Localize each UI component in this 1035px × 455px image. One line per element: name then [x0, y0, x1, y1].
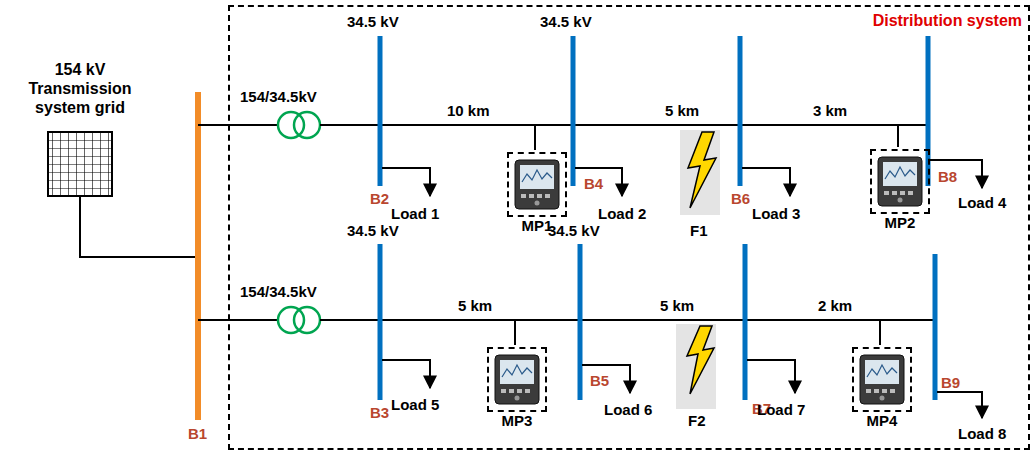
bus-label: B5: [590, 372, 609, 390]
fault-symbol: [680, 125, 720, 215]
annotation-label: Load 4: [958, 194, 1006, 212]
region-title: Distribution system: [873, 11, 1022, 30]
annotation-label: 3 km: [813, 102, 847, 120]
annotation-label: 5 km: [660, 297, 694, 315]
feeder-2: [198, 244, 982, 418]
annotation-label: Load 7: [757, 401, 805, 419]
meter-icon: [507, 152, 567, 217]
annotation-label: 34.5 kV: [347, 222, 399, 240]
meter-label: MP1: [522, 217, 553, 235]
annotation-label: 154/34.5kV: [240, 283, 317, 301]
meter-label: MP3: [502, 412, 533, 430]
meter-label: MP4: [867, 412, 898, 430]
meter-label: MP2: [885, 214, 916, 232]
annotation-label: Load 5: [391, 396, 439, 414]
feeder-1: [198, 36, 982, 196]
bus-label: B3: [370, 404, 389, 422]
bus-label: B8: [938, 168, 957, 186]
fault-symbol: [676, 320, 716, 409]
annotation-label: Load 6: [604, 401, 652, 419]
meter-icon: [870, 149, 930, 214]
meter-box: MP4: [852, 347, 912, 412]
meter-box: MP3: [487, 347, 547, 412]
meter-icon: [852, 347, 912, 412]
annotation-label: 154/34.5kV: [240, 88, 317, 106]
annotation-label: F2: [688, 412, 706, 430]
bus-bar: [195, 92, 201, 420]
annotation-label: 34.5 kV: [347, 13, 399, 31]
bus-label: B6: [731, 190, 750, 208]
bus-label: B9: [941, 374, 960, 392]
bus-label: B1: [188, 425, 207, 443]
annotation-label: Load 8: [958, 425, 1006, 443]
annotation-label: Load 2: [598, 205, 646, 223]
annotation-label: Load 3: [752, 205, 800, 223]
annotation-label: 5 km: [665, 102, 699, 120]
annotation-label: 34.5 kV: [548, 222, 600, 240]
bus-label: B2: [370, 190, 389, 208]
bus-label: B4: [584, 175, 603, 193]
grid-source: 154 kV Transmission system grid: [20, 60, 140, 200]
annotation-label: 34.5 kV: [540, 13, 592, 31]
annotation-label: Load 1: [391, 205, 439, 223]
meter-box: MP1: [507, 152, 567, 217]
meter-box: MP2: [870, 149, 930, 214]
meter-icon: [487, 347, 547, 412]
grid-wire: [80, 196, 198, 257]
annotation-label: F1: [690, 222, 708, 240]
grid-label: 154 kV Transmission system grid: [20, 60, 140, 118]
annotation-label: 10 km: [447, 102, 490, 120]
annotation-label: 5 km: [458, 297, 492, 315]
annotation-label: 2 km: [818, 297, 852, 315]
